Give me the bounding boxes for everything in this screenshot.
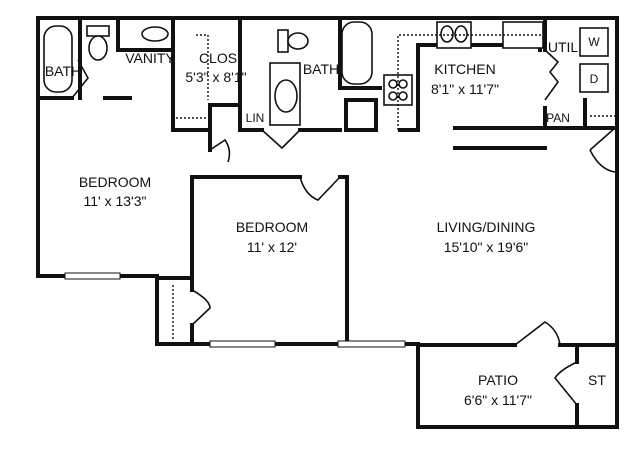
- bedroom1-label: BEDROOM: [79, 174, 151, 190]
- toilet-icon: [287, 32, 309, 50]
- walls: [36, 16, 619, 429]
- bathtub-icon: [341, 21, 373, 85]
- bath1-label: BATH: [45, 63, 81, 79]
- sink-icon: [141, 26, 169, 42]
- kitchen-label: KITCHEN: [434, 61, 495, 77]
- linen-label: LIN: [246, 111, 265, 125]
- patio-size: 6'6" x 11'7": [464, 392, 532, 408]
- vanity-label: VANITY: [125, 50, 175, 66]
- bedroom2-size: 11' x 12': [247, 239, 297, 255]
- living-label: LIVING/DINING: [437, 219, 536, 235]
- living-size: 15'10" x 19'6": [444, 239, 529, 255]
- closet-size: 5'3" x 8'1": [185, 69, 246, 85]
- room-labels: BATH VANITY CLOS 5'3" x 8'1" LIN BATH KI…: [45, 35, 607, 408]
- bedroom2-label: BEDROOM: [236, 219, 308, 235]
- closet-label: CLOS: [199, 50, 237, 66]
- bath2-label: BATH: [303, 61, 339, 77]
- sink-icon: [274, 79, 298, 113]
- kitchen-size: 8'1" x 11'7": [431, 81, 499, 97]
- washer: [579, 27, 609, 57]
- dryer: [579, 63, 609, 93]
- patio-label: PATIO: [478, 372, 518, 388]
- windows: [64, 272, 406, 348]
- doors: [71, 49, 616, 406]
- bathtub-icon: [43, 25, 73, 93]
- toilet-icon: [88, 35, 108, 61]
- washer-label: W: [588, 35, 600, 49]
- kitchen-sink-icon: [436, 21, 472, 49]
- toilet-tank-icon: [277, 29, 289, 53]
- utility-label: UTIL: [548, 39, 579, 55]
- dryer-label: D: [590, 72, 599, 86]
- fixtures: [43, 21, 615, 340]
- storage-label: ST: [588, 372, 606, 388]
- toilet-tank-icon: [86, 25, 110, 37]
- pantry-label: PAN: [546, 111, 570, 125]
- bedroom1-size: 11' x 13'3": [84, 193, 147, 209]
